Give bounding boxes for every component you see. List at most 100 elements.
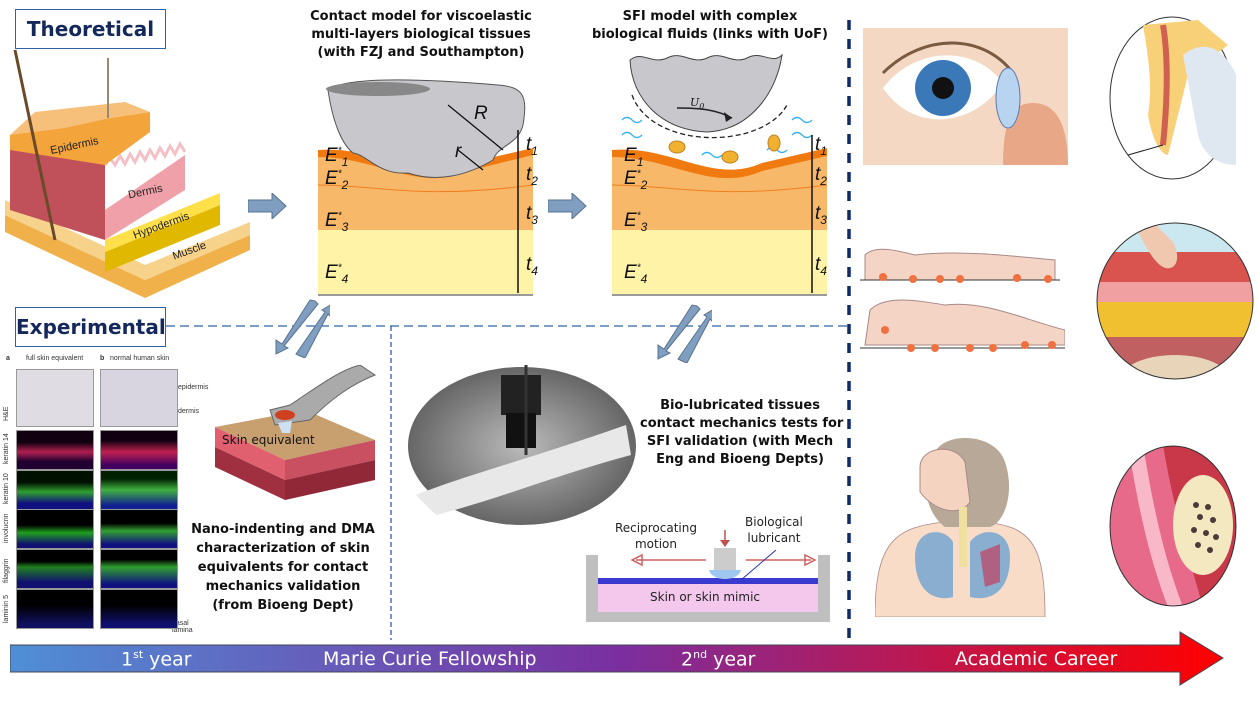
- subscript: 2: [640, 177, 648, 192]
- subscript: 4: [820, 263, 827, 278]
- skin-equivalent-illustration: [215, 365, 377, 500]
- ordinal-suffix: nd: [693, 648, 708, 661]
- fluid-indenter: [629, 53, 783, 133]
- biological-lubricant-label: Biological lubricant: [745, 514, 803, 546]
- experimental-label: Experimental: [15, 307, 166, 347]
- sfi-thickness-t4: t4: [815, 254, 827, 278]
- label-line: motion: [634, 537, 677, 551]
- epidermis-side-label: epidermis: [178, 384, 209, 391]
- sfi-model-caption: SFI model with complex biological fluids…: [590, 8, 830, 44]
- bidirectional-arrow-right: [657, 304, 712, 363]
- subscript: 1: [636, 154, 644, 169]
- nanoindent-caption: Nano-indenting and DMA characterization …: [183, 520, 383, 615]
- biolubrication-caption: Bio-lubricated tissues contact mechanics…: [640, 397, 844, 469]
- program-label: Marie Curie Fellowship: [323, 648, 537, 670]
- histology-image: [100, 509, 178, 549]
- subscript: 4: [640, 271, 648, 286]
- subscript: 3: [531, 212, 538, 227]
- hypodermis-layer: [105, 205, 220, 272]
- subscript: 2: [341, 177, 349, 192]
- basal-lamina-label: basal lamina: [172, 620, 198, 634]
- year-1-label: 1st year: [121, 648, 192, 670]
- modulus-e4: E*4: [325, 262, 348, 286]
- histology-row-label: involucrin: [3, 513, 10, 543]
- skin-layers-illustration: [5, 49, 250, 298]
- modulus-e1: E*1: [325, 145, 348, 169]
- caption-line: characterization of skin: [196, 541, 370, 556]
- symbol: t: [526, 164, 532, 185]
- text: basal lamina: [172, 620, 193, 634]
- column-a-letter: a: [6, 355, 10, 362]
- symbol: E: [624, 145, 637, 166]
- caption-line: contact mechanics tests for: [640, 416, 844, 431]
- histology-image: [100, 430, 178, 470]
- layer-4: [318, 230, 533, 295]
- timeline-arrow: [10, 631, 1224, 686]
- arrow-right-1: [248, 193, 287, 219]
- symbol: t: [526, 134, 532, 155]
- histology-row-label: keratin 10: [3, 473, 10, 504]
- thickness-t1: t1: [526, 134, 538, 158]
- subscript: 1: [531, 143, 538, 158]
- symbol: E: [624, 210, 637, 231]
- caption-line: multi-layers biological tissues: [311, 27, 531, 42]
- substrate-label: Skin or skin mimic: [650, 590, 761, 604]
- ordinal-suffix: st: [133, 648, 144, 661]
- subscript: 0: [699, 102, 705, 112]
- subscript: 1: [341, 154, 349, 169]
- pressure-points-body-image: [860, 248, 1065, 352]
- star: *: [636, 168, 641, 180]
- sfi-model-diagram: [612, 53, 828, 296]
- symbol: t: [815, 134, 821, 155]
- arrow-right-2: [548, 193, 587, 219]
- histology-image: [16, 509, 94, 549]
- histology-image: [16, 549, 94, 589]
- theoretical-label: Theoretical: [15, 9, 166, 49]
- label-line: Reciprocating: [615, 521, 697, 535]
- subscript: 4: [341, 271, 349, 286]
- histology-image: [16, 369, 94, 427]
- dermis-side-label: dermis: [178, 408, 200, 415]
- sfi-thickness-t1: t1: [815, 134, 827, 158]
- column-a-title: full skin equivalent: [26, 355, 84, 362]
- caption-line: SFI model with complex: [622, 9, 798, 24]
- symbol: E: [325, 168, 338, 189]
- layer-3: [318, 185, 533, 230]
- eyelid-cross-section-image: [1109, 16, 1236, 180]
- indenter-probe: [269, 365, 377, 426]
- bone-muscle-cross-section-image: [1109, 445, 1237, 607]
- year-number: 1: [121, 648, 134, 671]
- symbol: t: [815, 254, 821, 275]
- symbol: t: [526, 254, 532, 275]
- eye-contact-lens-image: [863, 28, 1068, 165]
- symbol: E: [325, 210, 338, 231]
- skin-pressure-cross-section-image: [1096, 222, 1254, 380]
- star: *: [636, 210, 641, 222]
- contact-model-caption: Contact model for viscoelastic multi-lay…: [296, 8, 546, 62]
- skin-equivalent-label: Skin equivalent: [222, 433, 315, 447]
- symbol: U: [690, 96, 700, 109]
- year-word: year: [143, 648, 192, 671]
- star: *: [636, 262, 641, 274]
- thickness-t2: t2: [526, 164, 538, 188]
- histology-image: [16, 470, 94, 510]
- histology-row-label: keratin 14: [3, 433, 10, 464]
- thickness-t4: t4: [526, 254, 538, 278]
- sfi-modulus-e2: E*2: [624, 168, 647, 192]
- subscript: 3: [820, 212, 827, 227]
- histology-image: [100, 470, 178, 510]
- modulus-e3: E*3: [325, 210, 348, 234]
- caption-line: biological fluids (links with UoF): [591, 27, 828, 42]
- caption-line: Bio-lubricated tissues: [660, 398, 820, 413]
- star: *: [337, 168, 342, 180]
- subscript: 4: [531, 263, 538, 278]
- year-2-label: 2nd year: [681, 648, 756, 670]
- radius-R-label: R: [474, 103, 488, 124]
- label-line: Biological: [745, 515, 803, 529]
- star: *: [337, 262, 342, 274]
- histology-row-label: filaggrin: [3, 558, 10, 583]
- modulus-e2: E*2: [325, 168, 348, 192]
- sfi-thickness-t3: t3: [815, 203, 827, 227]
- caption-line: Eng and Bioeng Depts): [656, 452, 824, 467]
